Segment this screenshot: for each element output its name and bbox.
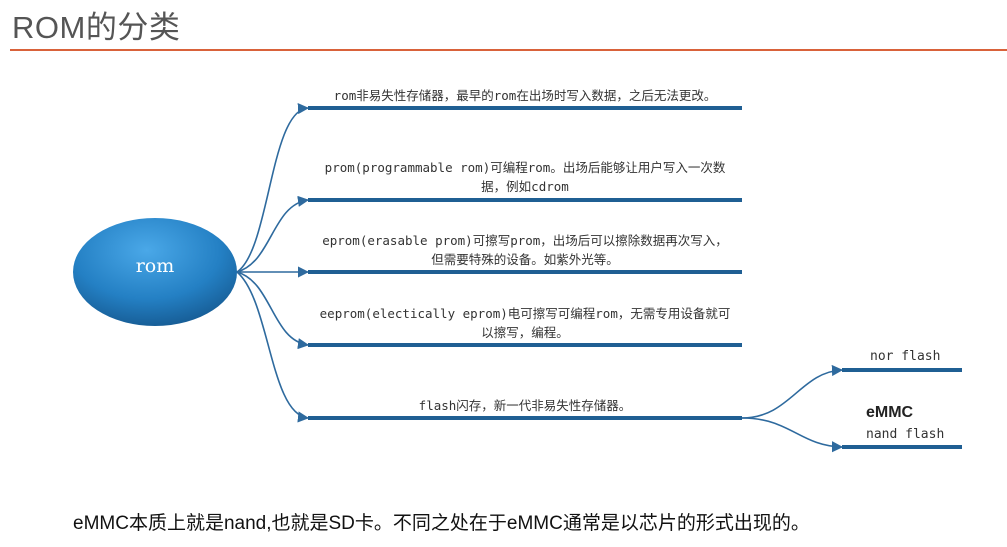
node-eprom-line-2: 但需要特殊的设备。如紫外光等。 bbox=[431, 252, 619, 267]
node-eeprom-line-2: 以擦写，编程。 bbox=[481, 325, 569, 340]
connector-flash bbox=[236, 271, 310, 423]
connector-rom bbox=[236, 102, 310, 273]
node-eprom-text: eprom(erasable prom)可擦写prom，出场后可以擦除数据再次写… bbox=[308, 231, 742, 269]
nor-flash-label: nor flash bbox=[870, 349, 941, 364]
emmc-label: eMMC bbox=[866, 404, 914, 421]
node-rom-text: rom非易失性存储器，最早的rom在出场时写入数据，之后无法更改。 bbox=[308, 86, 742, 105]
nand-flash-label: nand flash bbox=[866, 427, 945, 442]
bar-prom bbox=[308, 198, 742, 202]
node-prom-text: prom(programmable rom)可编程rom。出场后能够让用户写入一… bbox=[308, 158, 742, 196]
connector-prom bbox=[236, 195, 310, 273]
bar-nand-flash bbox=[842, 445, 962, 449]
node-eprom-line-1: eprom(erasable prom)可擦写prom，出场后可以擦除数据再次写… bbox=[322, 233, 728, 248]
node-eeprom-text: eeprom(electically eprom)电可擦写可编程rom，无需专用… bbox=[308, 304, 742, 342]
node-flash-text: flash闪存，新一代非易失性存储器。 bbox=[308, 396, 742, 415]
node-prom-line-1: prom(programmable rom)可编程rom。出场后能够让用户写入一… bbox=[324, 160, 726, 175]
node-rom-line-1: rom非易失性存储器，最早的rom在出场时写入数据，之后无法更改。 bbox=[333, 88, 717, 103]
node-prom-line-2: 据，例如cdrom bbox=[481, 179, 569, 194]
bar-eprom bbox=[308, 270, 742, 274]
connector-nor-flash bbox=[741, 364, 844, 419]
bar-eeprom bbox=[308, 343, 742, 347]
connector-eeprom bbox=[236, 271, 310, 350]
center-node-label: rom bbox=[135, 255, 175, 277]
footer-note: eMMC本质上就是nand,也就是SD卡。不同之处在于eMMC通常是以芯片的形式… bbox=[73, 513, 810, 534]
bar-flash bbox=[308, 416, 742, 420]
bar-nor-flash bbox=[842, 368, 962, 372]
node-eeprom-line-1: eeprom(electically eprom)电可擦写可编程rom，无需专用… bbox=[319, 306, 731, 321]
connector-nand-flash bbox=[741, 417, 844, 453]
title-divider bbox=[10, 49, 1007, 51]
bar-rom bbox=[308, 106, 742, 110]
node-flash-line-1: flash闪存，新一代非易失性存储器。 bbox=[418, 398, 632, 413]
page-title: ROM的分类 bbox=[12, 10, 181, 45]
center-node-ellipse bbox=[73, 218, 237, 326]
